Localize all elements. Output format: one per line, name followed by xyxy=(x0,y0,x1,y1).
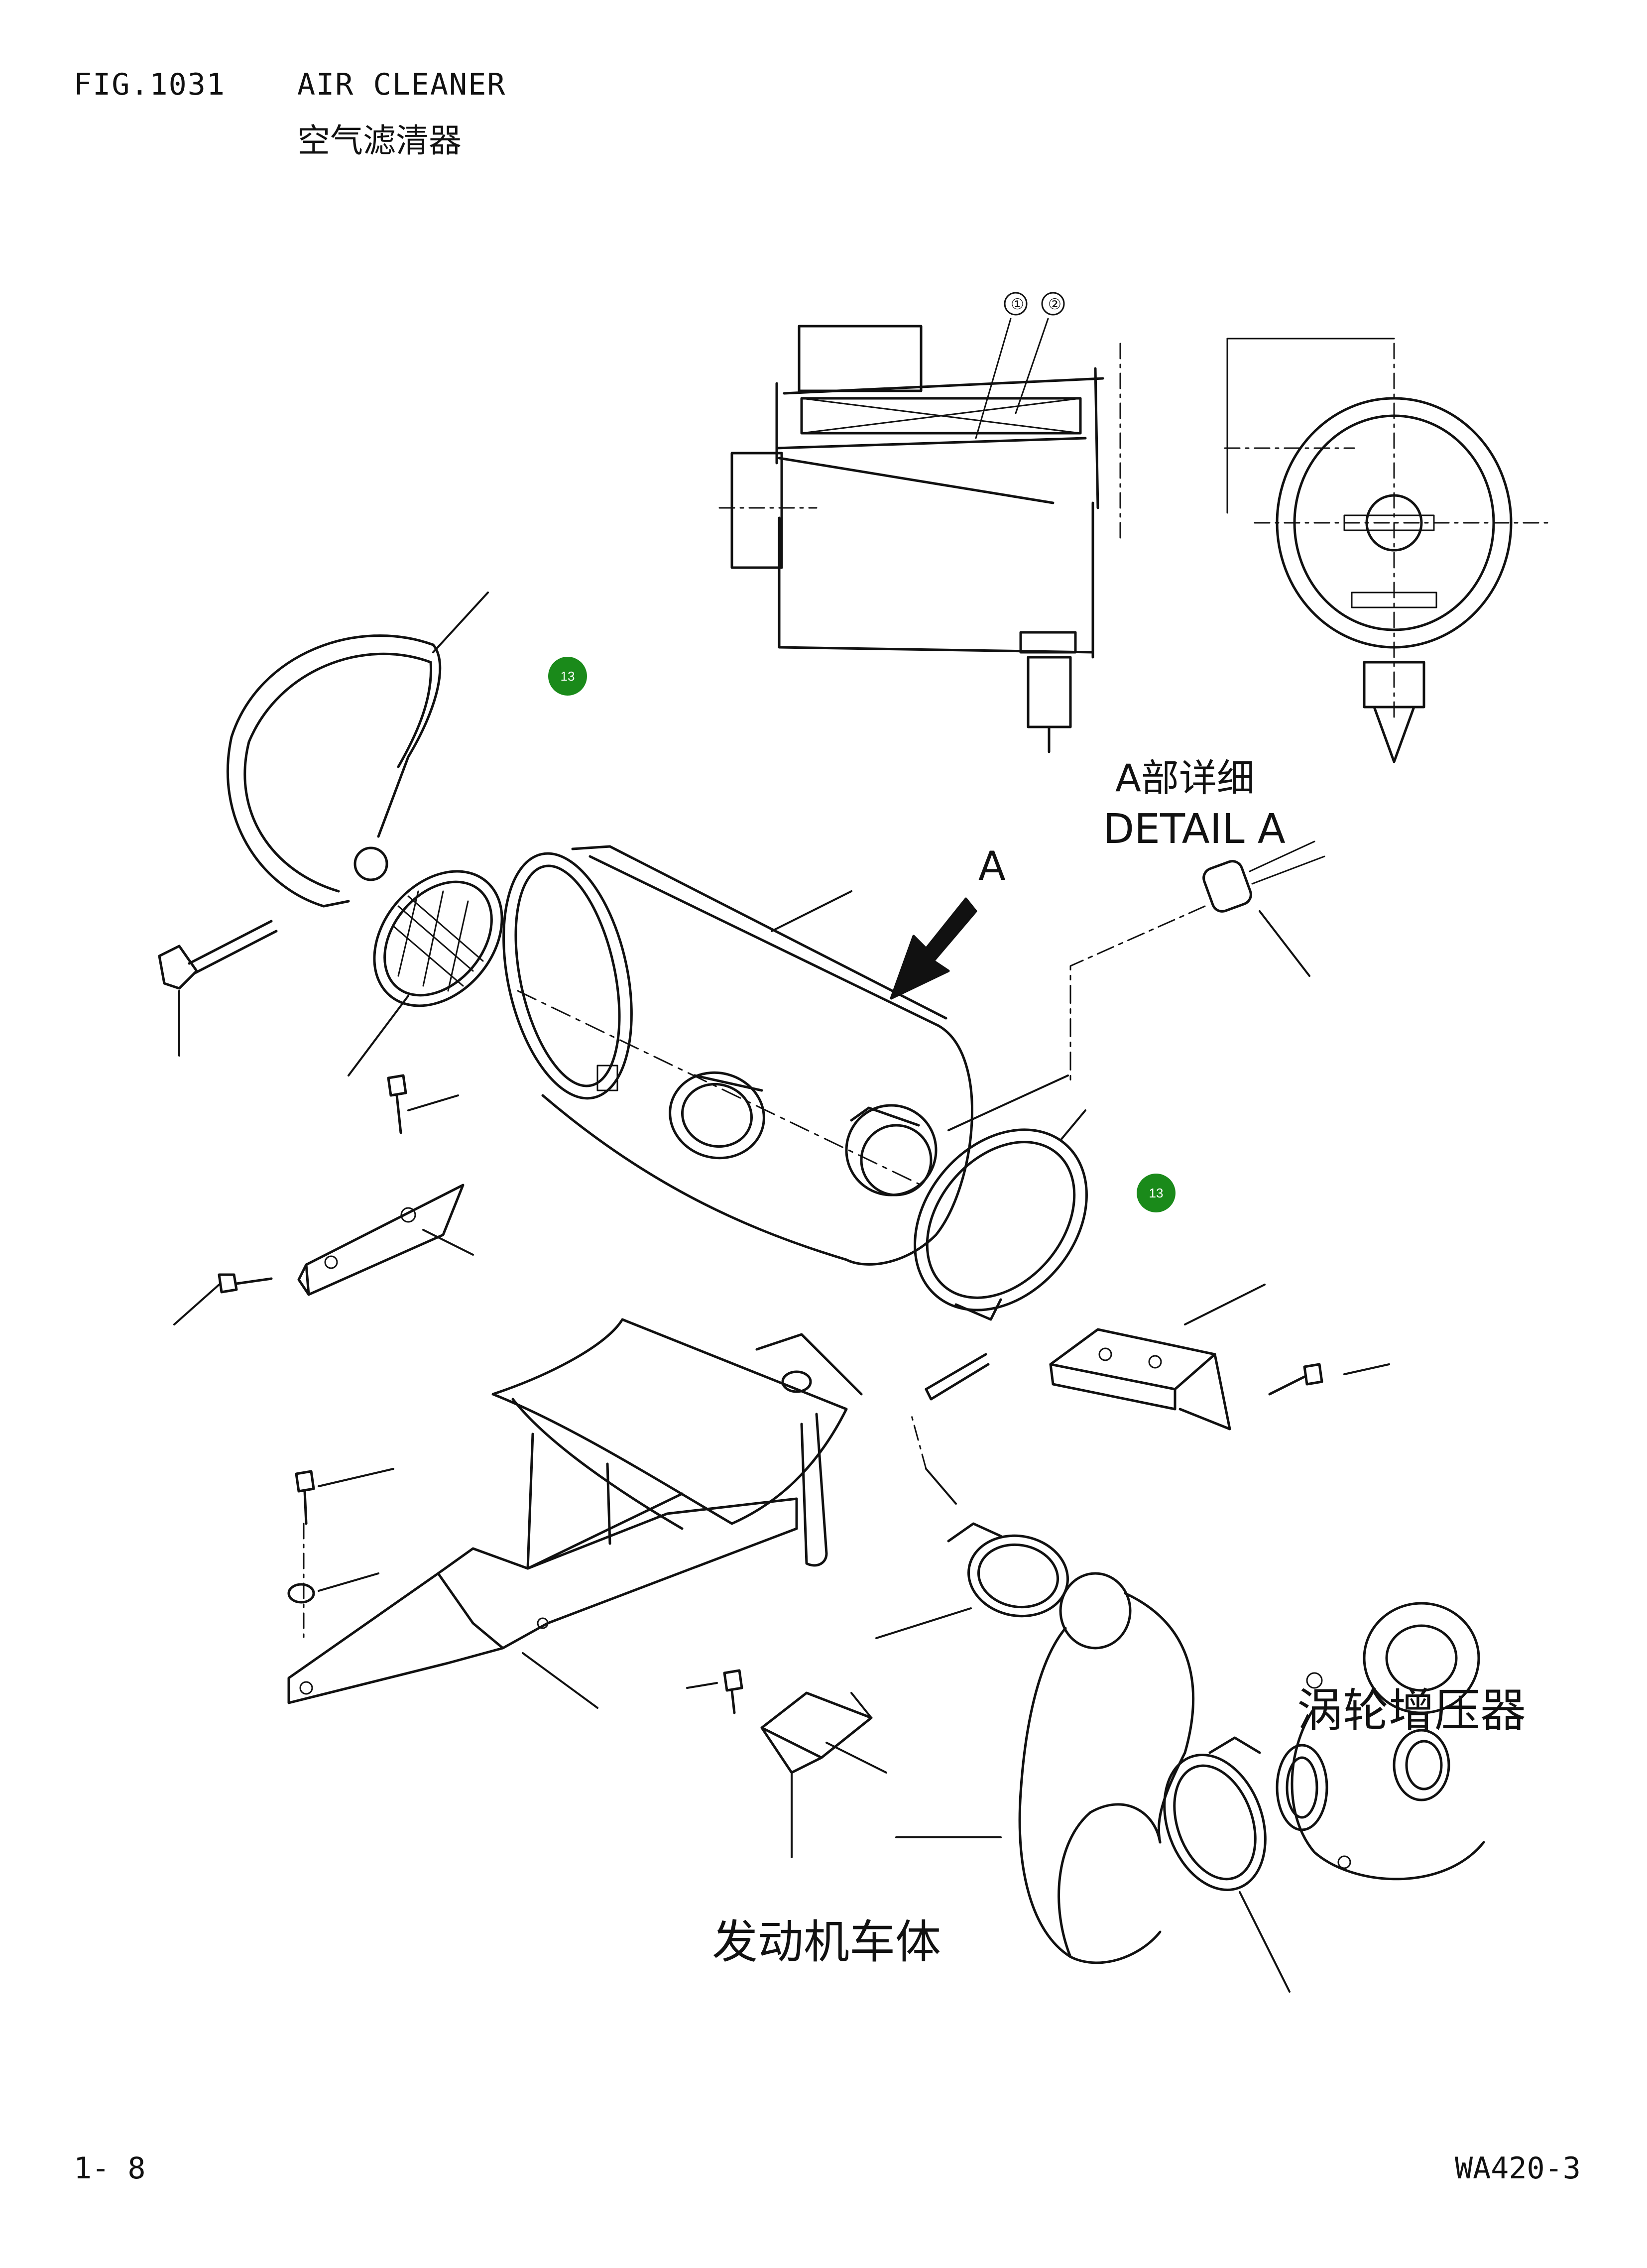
detail-end-view xyxy=(1225,339,1553,762)
model-number: WA420-3 xyxy=(1455,2151,1581,2186)
lower-hose-clamp xyxy=(1147,1738,1290,1992)
callout-2-label: ② xyxy=(1048,296,1061,313)
figure-title-english: AIR CLEANER xyxy=(297,67,506,102)
air-cleaner-housing xyxy=(483,842,1068,1265)
mounting-cradle xyxy=(289,1319,861,1708)
intake-elbow-hose xyxy=(896,1573,1193,1963)
view-arrow-letter: A xyxy=(978,843,1006,889)
long-bolt xyxy=(159,921,276,1056)
figure-number: FIG.1031 xyxy=(74,67,226,102)
callout-2-circle xyxy=(1042,293,1064,315)
detail-section-view xyxy=(719,293,1120,752)
turbocharger-label: 涡轮增压器 xyxy=(1297,1684,1527,1737)
detail-outlet-collar xyxy=(1021,632,1075,652)
detail-inlet-duct xyxy=(732,453,782,568)
upper-hose-clamp xyxy=(876,1414,1074,1638)
intake-screen xyxy=(348,846,528,1075)
detail-filter-element xyxy=(802,398,1080,433)
page-number: 1- 8 xyxy=(74,2151,146,2186)
detail-a-title-english: DETAIL A xyxy=(1103,806,1286,853)
band-clamp xyxy=(228,593,488,906)
figure-title-chinese: 空气滤清器 xyxy=(297,121,462,160)
callout-1-circle xyxy=(1005,293,1027,315)
engine-body-label: 发动机车体 xyxy=(712,1915,941,1969)
detail-arrow xyxy=(891,899,976,998)
left-bracket xyxy=(299,1185,473,1295)
reference-badge[interactable]: 13 xyxy=(548,657,587,696)
right-bracket xyxy=(1051,1285,1265,1429)
detail-valve-stem xyxy=(1028,657,1070,727)
outlet-band-clamp xyxy=(880,1095,1122,1344)
callout-1-label: ① xyxy=(1011,296,1024,313)
detail-a-title-chinese: A部详细 xyxy=(1115,756,1255,800)
detail-top-block xyxy=(799,326,921,391)
restriction-sensor xyxy=(1070,841,1324,1085)
mounting-bolts xyxy=(174,1075,1389,1713)
reference-badge[interactable]: 13 xyxy=(1137,1174,1176,1212)
engine-body-bracket xyxy=(762,1693,886,1857)
turbocharger xyxy=(1277,1603,1484,1879)
